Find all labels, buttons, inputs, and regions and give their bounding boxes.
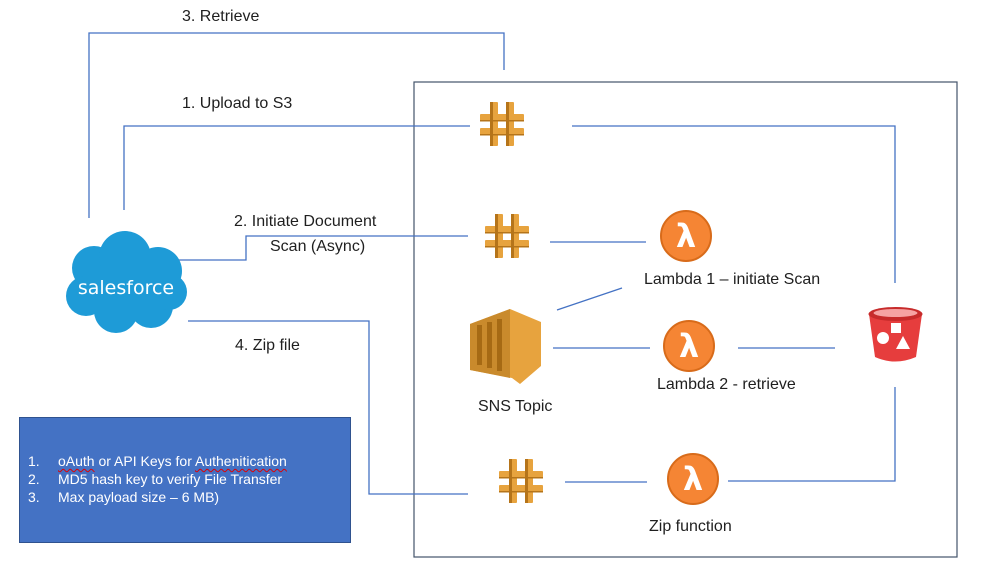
note-spell-word: Authenitication xyxy=(194,453,287,469)
lambda1-sns-connector xyxy=(556,287,623,311)
notes-box: 1. oAuth or API Keys for Authenitication… xyxy=(19,417,351,543)
lambda-icon xyxy=(660,210,712,262)
zip-connector xyxy=(188,320,468,495)
list-item: 3. Max payload size – 6 MB) xyxy=(28,488,287,506)
api-gateway-icon xyxy=(499,459,543,503)
lambda2-label: Lambda 2 - retrieve xyxy=(657,376,796,393)
sns-topic-label: SNS Topic xyxy=(478,398,553,415)
step-retrieve-label: 3. Retrieve xyxy=(182,8,260,25)
lambda-icon xyxy=(667,453,719,505)
list-item: 1. oAuth or API Keys for Authenitication xyxy=(28,452,287,470)
aws-boundary xyxy=(413,81,958,558)
gateway-bucket-connector xyxy=(572,125,896,283)
upload-connector xyxy=(123,125,470,210)
note-text: MD5 hash key to verify File Transfer xyxy=(58,471,283,487)
connectors xyxy=(88,32,896,495)
step-zip-label: 4. Zip file xyxy=(235,337,300,354)
sns-topic-icon xyxy=(470,309,541,384)
list-number: 1. xyxy=(28,453,40,469)
zip-bucket-connector xyxy=(728,387,896,482)
salesforce-cloud-icon: salesforce xyxy=(66,231,187,333)
note-text: Max payload size – 6 MB) xyxy=(58,489,220,505)
api-gateway-icon xyxy=(485,214,529,258)
api-gateway-icon xyxy=(480,102,524,146)
step-initiate-label-line1: 2. Initiate Document xyxy=(234,213,377,230)
step-initiate-label-line2: Scan (Async) xyxy=(270,238,366,255)
note-text: or API Keys for xyxy=(94,453,195,469)
lambda-icon xyxy=(663,320,715,372)
initiate-connector xyxy=(178,235,468,261)
zip-function-label: Zip function xyxy=(649,518,732,535)
note-spell-word: oAuth xyxy=(58,453,95,469)
list-item: 2. MD5 hash key to verify File Transfer xyxy=(28,470,287,488)
list-number: 2. xyxy=(28,471,40,487)
lambda1-label: Lambda 1 – initiate Scan xyxy=(644,271,821,288)
list-number: 3. xyxy=(28,489,40,505)
s3-bucket-icon xyxy=(868,307,923,362)
notes-list: 1. oAuth or API Keys for Authenitication… xyxy=(28,452,287,506)
retrieve-connector xyxy=(88,32,505,218)
step-upload-label: 1. Upload to S3 xyxy=(182,95,293,112)
salesforce-logo-text: salesforce xyxy=(78,277,174,299)
